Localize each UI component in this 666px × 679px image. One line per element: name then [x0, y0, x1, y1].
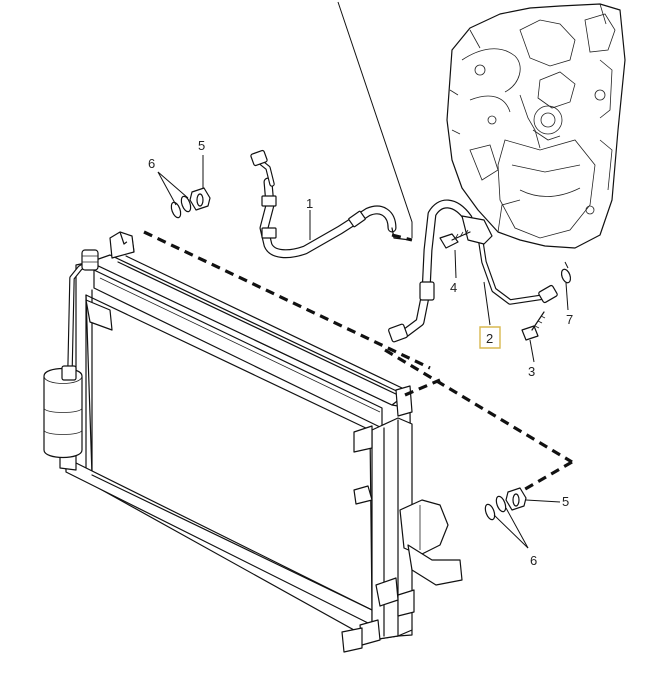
callout-4: 4: [450, 280, 457, 295]
callout-labels: 1 2 3 4 5 5 6 6 7: [148, 138, 573, 568]
gearbox-housing: [446, 3, 626, 249]
connection-dashes: [143, 230, 573, 494]
callout-6-top: 6: [148, 156, 155, 171]
nut-5-bottom-group: [484, 487, 527, 521]
leader-lines: [157, 155, 569, 549]
bolt-4: [439, 229, 471, 249]
callout-3: 3: [528, 364, 535, 379]
oring-7: [560, 268, 572, 284]
receiver-drier: [43, 249, 99, 459]
callout-5-bottom: 5: [562, 494, 569, 509]
callout-5-top: 5: [198, 138, 205, 153]
hose-1: [250, 149, 411, 259]
callout-7: 7: [566, 312, 573, 327]
bolt-3: [521, 311, 546, 341]
highlight-box: [479, 326, 501, 349]
nut-5-top-group: [170, 187, 211, 219]
reference-line: [337, 1, 413, 238]
callout-2: 2: [486, 331, 493, 346]
condenser-radiator: [59, 231, 463, 653]
hose-2: [388, 199, 558, 349]
callout-1: 1: [306, 196, 313, 211]
callout-6-bottom: 6: [530, 553, 537, 568]
